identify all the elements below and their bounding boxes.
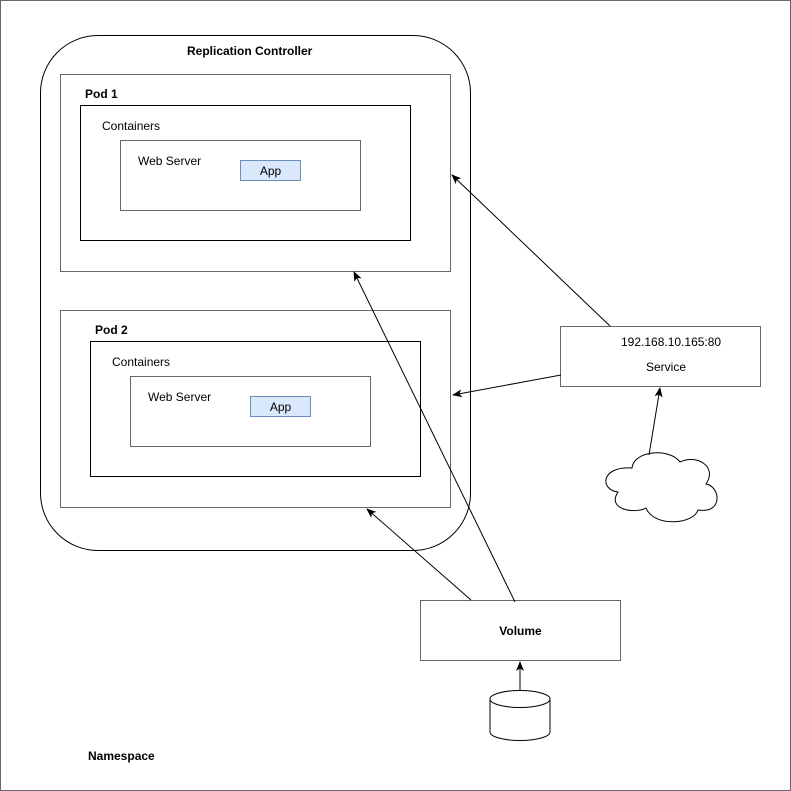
pod-2-label: Pod 2 [95, 323, 128, 337]
service-to-pod-1-arrow [451, 174, 611, 327]
database-icon [489, 690, 551, 741]
volume-to-pod-2-arrow [366, 508, 472, 601]
pod-1-web-server-label: Web Server [138, 154, 202, 168]
pod-1-label: Pod 1 [85, 87, 118, 101]
pod-1-app: App [240, 160, 301, 181]
service-ip: 192.168.10.165:80 [621, 335, 722, 349]
volume-to-pod-1-arrow [353, 271, 516, 603]
service-label: Service [646, 360, 687, 374]
pod-2-web-server-label: Web Server [148, 390, 212, 404]
service-to-pod-2-arrow [452, 374, 562, 398]
replication-controller [40, 35, 471, 551]
pod-2-containers-label: Containers [112, 355, 171, 369]
cloud-icon [605, 452, 718, 523]
namespace-label: Namespace [88, 749, 155, 763]
pod-1-containers-label: Containers [102, 119, 161, 133]
replication-controller-label: Replication Controller [187, 44, 313, 58]
pod-2-app: App [250, 396, 311, 417]
service-box [560, 326, 761, 387]
cloud-to-service-arrow [648, 387, 663, 456]
volume-box: Volume [420, 600, 621, 661]
